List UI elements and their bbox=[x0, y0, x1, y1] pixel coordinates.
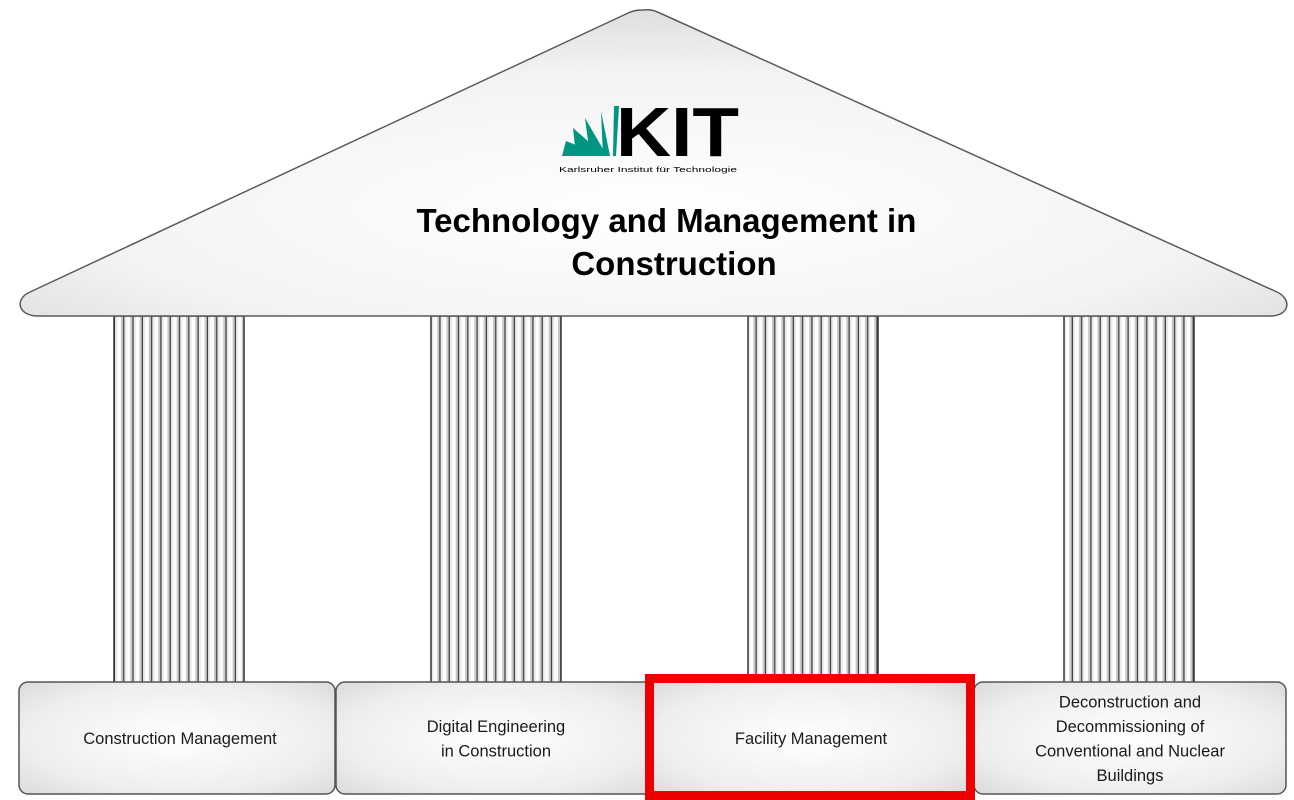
base-2-label: Digital Engineering in Construction bbox=[427, 718, 566, 761]
column-4 bbox=[1063, 315, 1195, 687]
kit-fan-icon bbox=[562, 106, 619, 156]
kit-logo-subtitle: Karlsruher Institut für Technologie bbox=[559, 165, 737, 174]
column-1 bbox=[113, 315, 245, 687]
roof-title: Technology and Management in Constructio… bbox=[416, 202, 925, 282]
base-1-label: Construction Management bbox=[83, 730, 277, 748]
base-4-label-line-3: Conventional and Nuclear bbox=[1035, 742, 1225, 760]
roof: KIT Karlsruher Institut für Technologie … bbox=[19, 9, 1288, 317]
base-3-label: Facility Management bbox=[735, 730, 888, 748]
bases: Construction Management Digital Engineer… bbox=[18, 674, 1287, 800]
base-2-label-line-1: Digital Engineering bbox=[427, 718, 566, 736]
base-1[interactable]: Construction Management bbox=[18, 681, 336, 795]
column-2 bbox=[430, 315, 562, 687]
roof-shape bbox=[19, 9, 1288, 317]
base-4-label-line-1: Deconstruction and bbox=[1059, 693, 1201, 711]
highlight-box bbox=[645, 674, 975, 800]
kit-logo: KIT Karlsruher Institut für Technologie bbox=[559, 93, 739, 174]
base-4-label-line-4: Buildings bbox=[1097, 767, 1164, 785]
base-1-box bbox=[18, 681, 336, 795]
base-4-label-line-2: Decommissioning of bbox=[1056, 718, 1205, 736]
base-1-label-line-1: Construction Management bbox=[83, 730, 277, 748]
base-3-box bbox=[650, 680, 968, 796]
base-2-box bbox=[335, 681, 655, 795]
columns bbox=[113, 315, 1195, 687]
base-2-label-line-2: in Construction bbox=[441, 742, 551, 760]
base-3-label-line-1: Facility Management bbox=[735, 730, 888, 748]
base-3[interactable]: Facility Management bbox=[650, 680, 968, 796]
kit-logo-letters: KIT bbox=[616, 93, 739, 171]
column-3 bbox=[747, 315, 879, 687]
base-2[interactable]: Digital Engineering in Construction bbox=[335, 681, 655, 795]
roof-title-line-1: Technology and Management in bbox=[416, 202, 916, 239]
roof-title-line-2: Construction bbox=[571, 245, 776, 282]
